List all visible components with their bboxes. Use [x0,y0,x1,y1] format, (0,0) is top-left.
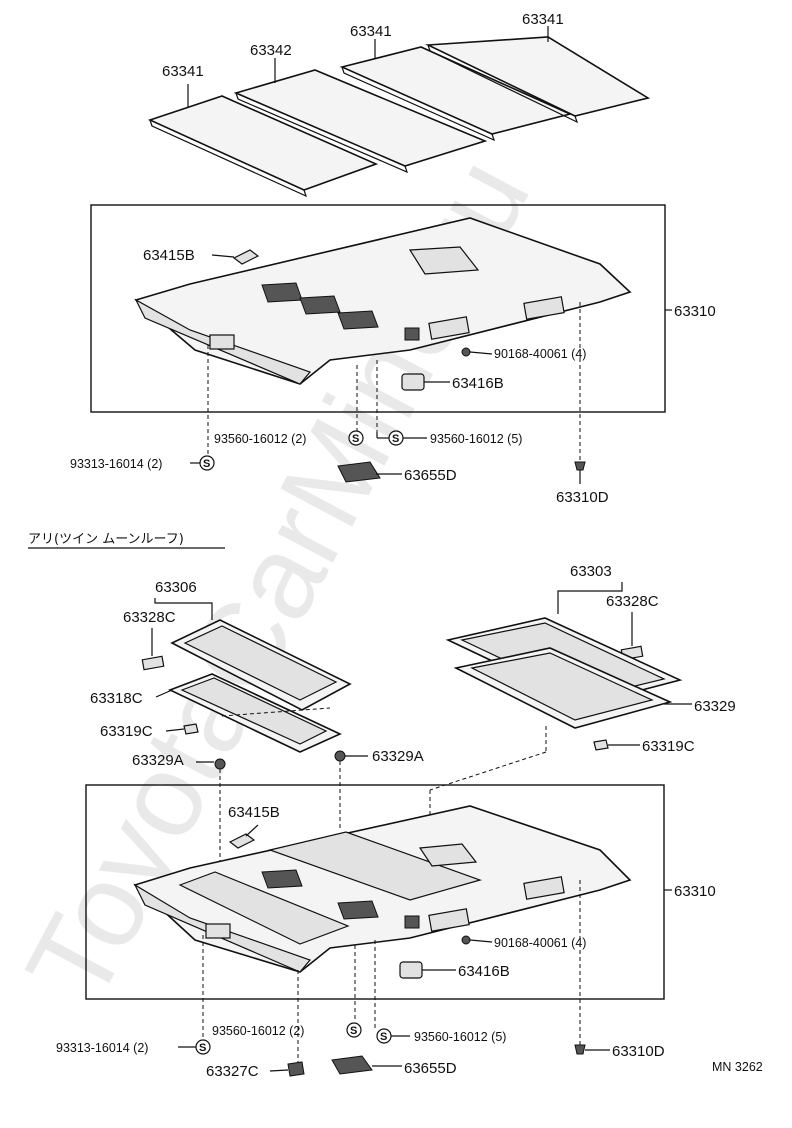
lamp-cover-bottom[interactable] [399,961,423,979]
drawing-code: MN 3262 [712,1060,763,1074]
headliner-box-top [90,204,666,413]
label-right-clip-a: 63329A [372,748,424,765]
screw-bottom[interactable] [461,935,471,945]
label-rear-bracket: 63328C [606,593,659,610]
label-rear-frame-group: 63303 [570,563,612,580]
handle-cover-top[interactable] [232,249,260,265]
lamp-cover-top[interactable] [401,373,425,391]
label-lamp-cover-top: 63416B [452,375,504,392]
label-rear-trim: 63329 [694,698,736,715]
label-clip-far-top: 93313-16014 (2) [70,457,162,471]
label-handle-cover-top: 63415B [143,247,195,264]
front-bracket[interactable] [141,655,165,671]
label-panel-3: 63341 [350,23,392,40]
label-rear-clip: 63319C [642,738,695,755]
label-headliner-bottom: 63310 [674,883,716,900]
svg-text:S: S [352,433,359,445]
label-garnish: 63327C [206,1063,259,1080]
panel-2[interactable] [233,69,488,167]
section-caption: アリ(ツイン ムーンルーフ) [28,532,184,547]
left-clip-a[interactable] [214,758,226,770]
label-lamp-cover-bottom: 63416B [458,963,510,980]
svg-text:S: S [392,433,399,445]
label-front-glass-trim: 63318C [90,690,143,707]
front-glass-trim[interactable] [167,673,342,753]
label-retainer-bottom: 63310D [612,1043,665,1060]
label-visor-holder-bottom: 63655D [404,1060,457,1077]
label-clip-left-bottom: 93560-16012 (2) [212,1024,304,1038]
label-panel-2: 63342 [250,42,292,59]
visor-holder-bottom[interactable] [331,1055,373,1075]
front-moonroof-frame[interactable] [170,619,352,711]
roof-panels [147,36,651,198]
label-front-bracket: 63328C [123,609,176,626]
panel-1[interactable] [147,95,379,191]
label-handle-cover-bottom: 63415B [228,804,280,821]
label-clip-right-top: 93560-16012 (5) [430,432,522,446]
label-front-clip: 63319C [100,723,153,740]
label-screw-bottom: 90168-40061 (4) [494,936,586,950]
label-screw-top: 90168-40061 (4) [494,347,586,361]
svg-text:S: S [350,1025,357,1037]
label-clip-far-bottom: 93313-16014 (2) [56,1041,148,1055]
label-headliner-top: 63310 [674,303,716,320]
svg-text:S: S [380,1031,387,1043]
rear-trim[interactable] [453,647,673,729]
label-panel-1: 63341 [162,63,204,80]
label-clip-left-top: 93560-16012 (2) [214,432,306,446]
svg-text:S: S [203,458,210,470]
label-panel-4: 63341 [522,11,564,28]
retainer-bottom[interactable] [574,1044,586,1055]
label-retainer-top: 63310D [556,489,609,506]
headliner-top[interactable] [134,217,632,385]
visor-holder-top[interactable] [337,461,381,483]
headliner-bottom[interactable] [133,805,632,973]
label-visor-holder-top: 63655D [404,467,457,484]
right-clip-a[interactable] [334,750,346,762]
label-clip-right-bottom: 93560-16012 (5) [414,1030,506,1044]
rear-clip[interactable] [593,739,609,751]
svg-text:S: S [199,1042,206,1054]
retainer-top[interactable] [574,461,586,471]
garnish[interactable] [287,1061,305,1077]
handle-cover-bottom[interactable] [228,833,256,849]
screw-top[interactable] [461,347,471,357]
panel-4[interactable] [424,36,651,117]
front-clip[interactable] [183,723,199,735]
label-front-frame-group: 63306 [155,579,197,596]
label-left-clip-a: 63329A [132,752,184,769]
